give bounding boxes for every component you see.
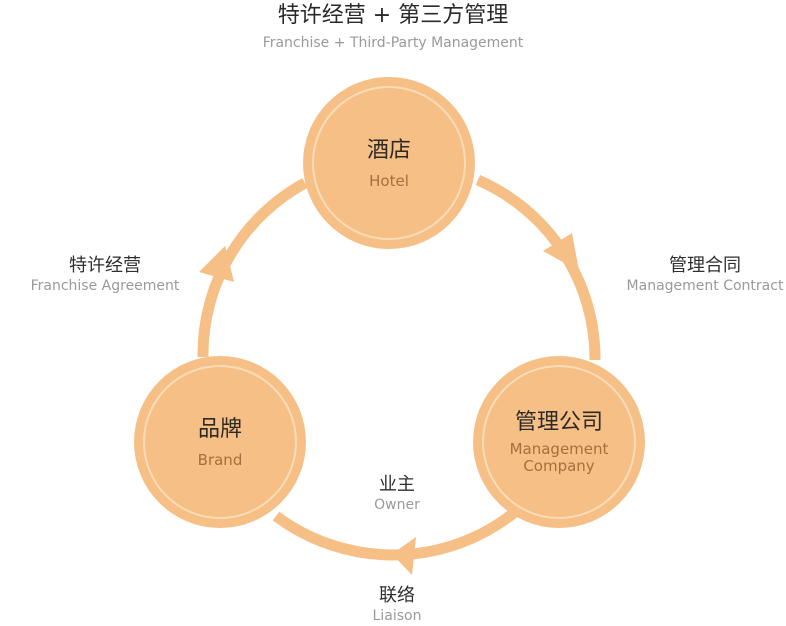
- contract-zh: 管理合同: [669, 255, 741, 276]
- owner-en: Owner: [374, 497, 420, 513]
- arc-company-to-brand: [272, 507, 519, 561]
- diagram-title: 特许经营 + 第三方管理 Franchise + Third-Party Man…: [0, 2, 786, 52]
- hotel-node: 酒店 Hotel: [303, 77, 475, 249]
- arrowhead-to-contract: [543, 233, 579, 271]
- arc-brand-to-hotel: [197, 178, 308, 358]
- liaison-label: 联络 Liaison: [337, 585, 457, 625]
- hotel-zh: 酒店: [366, 137, 411, 163]
- brand-node-inner: 品牌 Brand: [143, 365, 297, 519]
- liaison-zh: 联络: [379, 585, 415, 606]
- hotel-en: Hotel: [369, 171, 409, 190]
- brand-zh: 品牌: [197, 416, 242, 442]
- title-zh: 特许经营 + 第三方管理: [277, 3, 509, 28]
- owner-zh: 业主: [379, 474, 415, 495]
- hotel-node-inner: 酒店 Hotel: [312, 86, 466, 240]
- liaison-en: Liaison: [372, 608, 422, 624]
- brand-en: Brand: [197, 450, 243, 469]
- management-company-node-inner: 管理公司 Management Company: [482, 365, 636, 519]
- franchise-zh: 特许经营: [69, 255, 141, 276]
- contract-en: Management Contract: [626, 278, 784, 294]
- franchise-agreement-label: 特许经营 Franchise Agreement: [10, 255, 200, 295]
- owner-label: 业主 Owner: [337, 474, 457, 514]
- management-company-zh: 管理公司: [514, 410, 603, 435]
- arrowhead-to-hotel: [199, 246, 234, 282]
- management-company-en-line2: Company: [523, 457, 595, 475]
- brand-node: 品牌 Brand: [134, 356, 306, 528]
- title-en: Franchise + Third-Party Management: [262, 35, 524, 51]
- franchise-en: Franchise Agreement: [30, 278, 180, 294]
- arrowhead-to-liaison: [392, 537, 416, 575]
- management-contract-label: 管理合同 Management Contract: [610, 255, 786, 295]
- management-company-en-line1: Management: [509, 440, 609, 458]
- management-company-node: 管理公司 Management Company: [473, 356, 645, 528]
